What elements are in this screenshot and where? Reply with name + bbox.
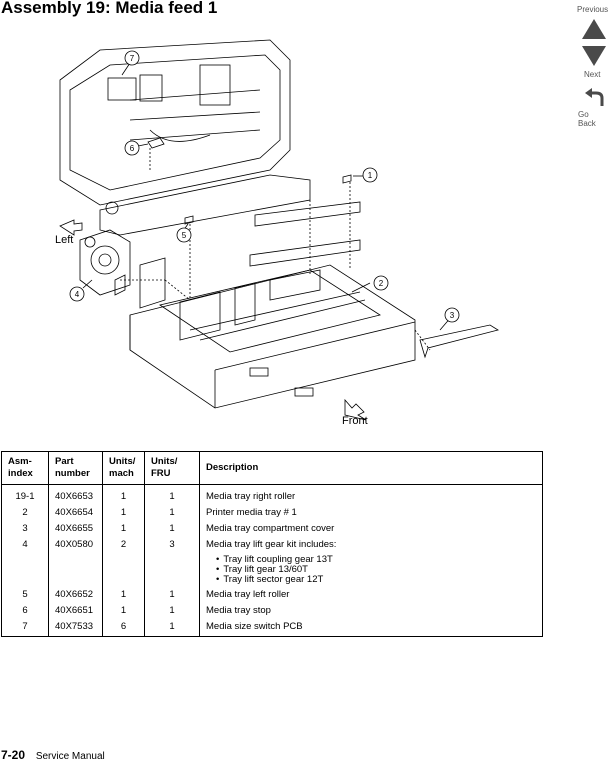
header-asm-index: Asm- index <box>1 451 49 485</box>
callout-2-marker <box>373 275 389 291</box>
callout-5: 5 <box>182 231 187 240</box>
table-row: 7 40X7533 6 1 Media size switch PCB <box>1 619 543 637</box>
part-number-cell: 40X7533 <box>48 619 103 637</box>
go-back-icon[interactable] <box>584 88 606 108</box>
callout-3-marker <box>444 307 460 323</box>
description-cell: Printer media tray # 1 <box>199 505 543 521</box>
part-number-cell: 40X6655 <box>48 521 103 537</box>
part-number-cell: 40X6653 <box>48 484 103 505</box>
callout-1-marker <box>362 167 378 183</box>
units-fru-cell: 1 <box>144 619 200 637</box>
printer-frame <box>59 39 311 236</box>
manual-name: Service Manual <box>35 751 105 762</box>
units-fru-cell: 1 <box>144 484 200 505</box>
list-item: Tray lift gear 13/60T <box>216 565 536 575</box>
callout-6-marker <box>124 140 140 156</box>
left-roller <box>184 215 194 225</box>
part-number-cell: 40X6652 <box>48 587 103 603</box>
asm-index-cell: 6 <box>1 603 49 619</box>
page-footer: 7-20 Service Manual <box>1 748 105 762</box>
table-row: 2 40X6654 1 1 Printer media tray # 1 <box>1 505 543 521</box>
left-direction-label: Left <box>55 234 73 246</box>
description-cell: Media size switch PCB <box>199 619 543 637</box>
table-row: 6 40X6651 1 1 Media tray stop <box>1 603 543 619</box>
compartment-cover <box>419 324 500 359</box>
description-cell: Media tray lift gear kit includes: Tray … <box>199 537 543 587</box>
description-cell: Media tray left roller <box>199 587 543 603</box>
part-number-cell: 40X6651 <box>48 603 103 619</box>
callout-1: 1 <box>368 171 373 180</box>
description-cell: Media tray right roller <box>199 484 543 505</box>
units-mach-cell: 1 <box>102 603 145 619</box>
list-item: Tray lift coupling gear 13T <box>216 555 536 565</box>
callout-6: 6 <box>130 144 135 153</box>
page-title: Assembly 19: Media feed 1 <box>1 0 218 17</box>
list-item: Tray lift sector gear 12T <box>216 575 536 585</box>
callout-2: 2 <box>379 279 384 288</box>
units-mach-cell: 1 <box>102 521 145 537</box>
callout-5-marker <box>176 227 192 243</box>
switch-pcb <box>107 77 137 101</box>
units-mach-cell: 1 <box>102 505 145 521</box>
previous-label: Previous <box>577 5 608 14</box>
units-mach-cell: 6 <box>102 619 145 637</box>
header-description: Description <box>199 451 543 485</box>
header-units-fru: Units/ FRU <box>144 451 200 485</box>
parts-table: Asm- index Part number Units/ mach Units… <box>1 451 543 637</box>
go-back-label: Go Back <box>578 110 596 128</box>
units-mach-cell: 2 <box>102 537 145 587</box>
callout-4-marker <box>69 286 85 302</box>
callout-4: 4 <box>75 290 80 299</box>
table-row: 19-1 40X6653 1 1 Media tray right roller <box>1 484 543 505</box>
asm-index-cell: 7 <box>1 619 49 637</box>
media-tray <box>129 264 416 409</box>
page-number: 7-20 <box>1 748 26 762</box>
asm-index-cell: 19-1 <box>1 484 49 505</box>
tray-stop <box>147 137 165 149</box>
units-fru-cell: 1 <box>144 603 200 619</box>
lift-gear-assembly <box>79 229 131 296</box>
next-arrow-icon[interactable] <box>581 45 607 67</box>
next-label: Next <box>584 70 601 79</box>
units-mach-cell: 1 <box>102 484 145 505</box>
asm-index-cell: 5 <box>1 587 49 603</box>
callout-3: 3 <box>450 311 455 320</box>
exploded-parts-diagram: 1 2 3 4 5 6 7 Left Front <box>55 39 500 427</box>
header-part-number: Part number <box>48 451 103 485</box>
gear-bracket <box>139 257 166 309</box>
table-row: 3 40X6655 1 1 Media tray compartment cov… <box>1 521 543 537</box>
table-row: 5 40X6652 1 1 Media tray left roller <box>1 587 543 603</box>
table-header-row: Asm- index Part number Units/ mach Units… <box>1 451 543 485</box>
previous-arrow-icon[interactable] <box>581 18 607 40</box>
kit-item-list: Tray lift coupling gear 13T Tray lift ge… <box>206 555 536 585</box>
front-direction-label: Front <box>342 415 368 427</box>
mid-plate <box>249 239 361 267</box>
description-cell: Media tray stop <box>199 603 543 619</box>
units-fru-cell: 1 <box>144 521 200 537</box>
left-arrow-icon <box>59 219 83 236</box>
callout-7: 7 <box>130 54 135 63</box>
header-units-mach: Units/ mach <box>102 451 145 485</box>
front-arrow-icon <box>344 398 367 421</box>
units-fru-cell: 1 <box>144 587 200 603</box>
part-number-cell: 40X0580 <box>48 537 103 587</box>
units-fru-cell: 3 <box>144 537 200 587</box>
callout-7-marker <box>124 50 140 66</box>
right-roller <box>342 174 352 184</box>
part-number-cell: 40X6654 <box>48 505 103 521</box>
units-fru-cell: 1 <box>144 505 200 521</box>
table-row: 4 40X0580 2 3 Media tray lift gear kit i… <box>1 537 543 587</box>
kit-description: Media tray lift gear kit includes: <box>206 539 337 550</box>
top-plate <box>254 201 361 227</box>
asm-index-cell: 2 <box>1 505 49 521</box>
asm-index-cell: 3 <box>1 521 49 537</box>
asm-index-cell: 4 <box>1 537 49 587</box>
description-cell: Media tray compartment cover <box>199 521 543 537</box>
units-mach-cell: 1 <box>102 587 145 603</box>
